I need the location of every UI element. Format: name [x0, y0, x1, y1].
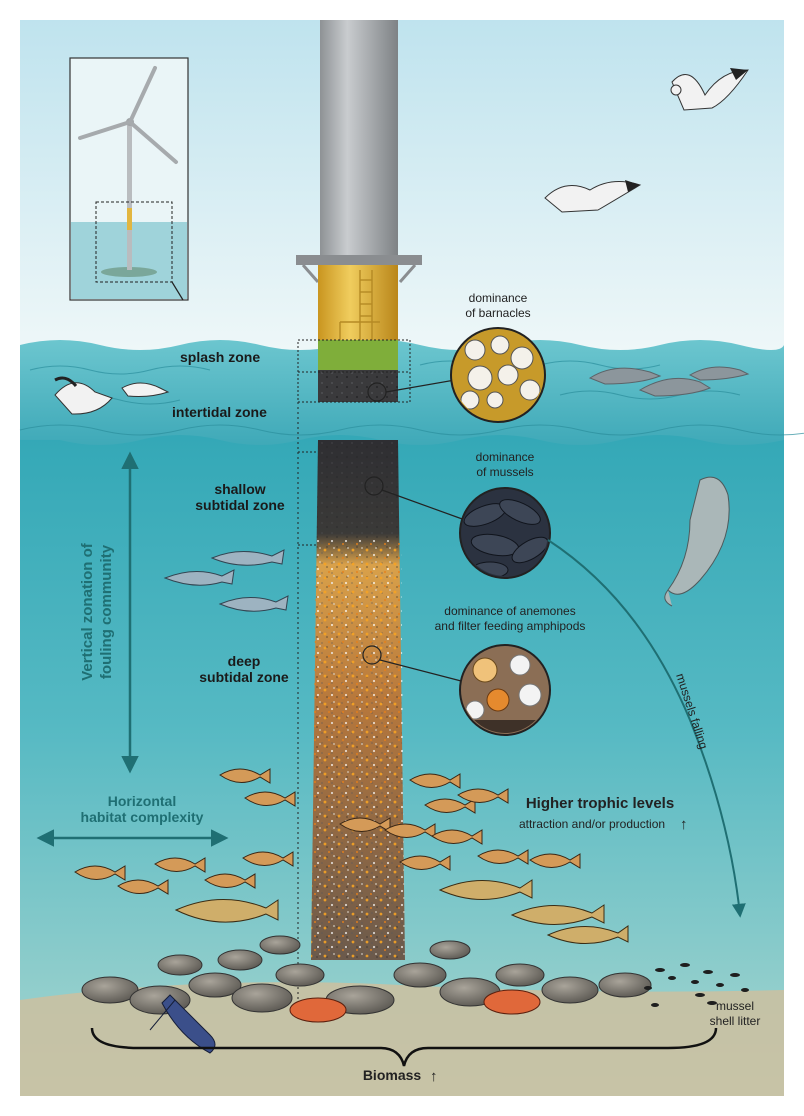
sea-surface: [20, 340, 784, 445]
biomass-up-arrow: ↑: [430, 1068, 438, 1085]
mackerel-school: [163, 549, 289, 612]
shell-litter-label-line1: mussel: [716, 999, 754, 1013]
turbine-tower: [296, 20, 422, 1000]
horizontal-complexity-label-line2: habitat complexity: [81, 809, 204, 825]
seabed: [20, 982, 784, 1096]
deep-zone-label-line1: deep: [228, 653, 261, 669]
turbine-inset: [69, 57, 189, 301]
shallow-zone-label-line2: subtidal zone: [195, 497, 285, 513]
gull-top-right: [670, 68, 749, 111]
algae-band: [318, 340, 398, 370]
trophic-up-arrow: ↑: [680, 816, 688, 833]
trophic-title: Higher trophic levels: [526, 795, 674, 812]
porpoises: [588, 366, 750, 397]
fish-school: [74, 768, 581, 895]
trophic-subtitle: attraction and/or production: [519, 817, 665, 831]
mussels-falling-arrow: [547, 539, 746, 918]
seal: [664, 476, 730, 607]
callout-connectors: [362, 379, 466, 683]
biomass-brace: [90, 1027, 718, 1067]
cod-fish: [174, 879, 629, 945]
barnacles-caption-line1: dominance: [469, 291, 528, 305]
horizontal-complexity-label-line1: Horizontal: [108, 793, 176, 809]
barnacles-caption-line2: of barnacles: [465, 306, 530, 320]
gull-middle: [544, 180, 642, 213]
gulls-on-water: [54, 376, 170, 415]
shell-litter-label-line2: shell litter: [710, 1014, 761, 1028]
ladder: [339, 270, 380, 345]
mussels-caption-line2: of mussels: [476, 465, 533, 479]
splash-zone-label: splash zone: [180, 349, 260, 365]
barnacles-callout: [450, 327, 546, 423]
intertidal-zone-label: intertidal zone: [172, 404, 267, 420]
shallow-zone-label-line1: shallow: [214, 481, 265, 497]
crabs: [289, 989, 541, 1023]
shell-litter: [644, 963, 749, 1007]
biomass-label: Biomass: [363, 1067, 422, 1083]
anemones-callout: [459, 644, 551, 736]
anemones-caption-line2: and filter feeding amphipods: [435, 619, 586, 633]
mussels-callout: [459, 487, 551, 579]
lobster: [149, 994, 216, 1054]
deep-zone-label-line2: subtidal zone: [199, 669, 289, 685]
vertical-zonation-label-line1: Vertical zonation of: [79, 542, 96, 681]
splash-zone-box: [297, 339, 411, 403]
vertical-zonation-label-line2: fouling community: [98, 544, 115, 679]
anemones-caption-line1: dominance of anemones: [444, 604, 575, 618]
mussels-caption-line1: dominance: [476, 450, 535, 464]
